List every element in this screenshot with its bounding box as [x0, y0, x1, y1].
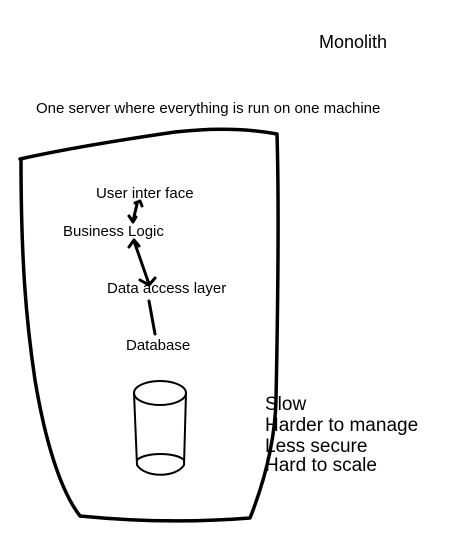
trait-item: Hard to scale [265, 455, 377, 476]
layer-business-logic: Business Logic [63, 223, 164, 240]
layer-data-access: Data access layer [107, 280, 227, 297]
server-outline [18, 127, 280, 523]
trait-item: Harder to manage [265, 415, 419, 436]
database-cylinder-icon [133, 380, 187, 476]
diagram-subtitle: One server where everything is run on on… [36, 100, 381, 117]
trait-item: Less secure [265, 436, 368, 457]
connector-dal-database [147, 299, 157, 336]
layer-database: Database [126, 337, 191, 354]
arrow-business-dal [127, 238, 157, 287]
arrow-ui-business [127, 199, 144, 224]
diagram-title: Monolith [319, 32, 388, 52]
trait-item: Slow [265, 394, 307, 415]
layer-user-interface: User inter face [96, 185, 194, 202]
